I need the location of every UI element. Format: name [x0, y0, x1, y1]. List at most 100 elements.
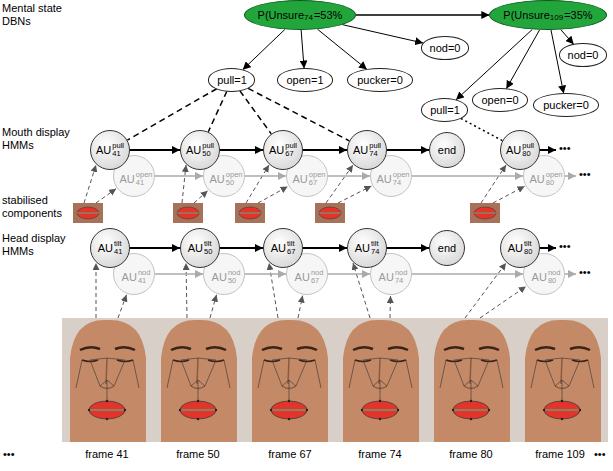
node-text: nod=0	[430, 42, 461, 55]
connector	[248, 88, 349, 140]
node-text: pucker=0	[543, 99, 589, 112]
observation-node: pucker=0	[533, 93, 599, 116]
hmm-state: AUtilt50	[180, 228, 220, 268]
unit-type: pull	[369, 142, 381, 150]
observation-node: open=1	[277, 68, 333, 91]
frame-index: 80	[548, 277, 561, 285]
node-content: AUpull41	[96, 142, 124, 158]
frame-index: 80	[546, 179, 563, 187]
index-stack: nod67	[311, 269, 324, 285]
node-content: AUpull67	[269, 142, 297, 158]
node-content: end	[438, 144, 456, 157]
probability-value: =35%	[564, 9, 592, 22]
unit-name: AU	[508, 242, 523, 255]
node-text: pull=1	[430, 104, 460, 117]
node-content: open=0	[481, 94, 518, 107]
probability-value: =53%	[314, 9, 342, 22]
node-text: end	[438, 242, 456, 255]
frame-index: 50	[226, 179, 243, 187]
unit-name: AU	[210, 173, 225, 186]
layer-label: stabilised components	[2, 194, 72, 220]
frame-index: 41	[138, 277, 151, 285]
node-content: P(Unsure74=53%	[258, 9, 343, 22]
connector	[301, 30, 304, 68]
node-content: nod=0	[568, 49, 599, 62]
frame-index: 41	[136, 179, 153, 187]
connector	[412, 175, 523, 177]
index-stack: open41	[136, 171, 153, 187]
node-content: AUopen80	[530, 171, 563, 187]
unit-name: AU	[186, 144, 201, 157]
connector	[155, 175, 203, 177]
unit-type: pull	[285, 142, 297, 150]
node-content: pucker=0	[543, 99, 589, 112]
index-stack: nod50	[228, 269, 241, 285]
connector	[343, 25, 423, 43]
node-content: AUnod41	[122, 269, 151, 285]
node-content: open=1	[286, 74, 323, 87]
connector	[387, 247, 429, 249]
node-text: open=0	[481, 94, 518, 107]
unit-type: nod	[548, 269, 561, 277]
face-photo	[426, 318, 517, 442]
node-content: AUpull80	[506, 142, 534, 158]
node-text: nod=0	[568, 49, 599, 62]
ellipsis: •••	[594, 448, 606, 461]
unit-name: AU	[120, 173, 135, 186]
hmm-state: AUtilt41	[90, 228, 130, 268]
index-stack: tilt67	[287, 240, 295, 256]
unit-name: AU	[379, 271, 394, 284]
observation-node: pucker=0	[347, 68, 413, 91]
lip-image	[73, 203, 103, 223]
unit-type: open	[136, 171, 153, 179]
frame-label: frame 41	[85, 448, 128, 461]
node-content: AUnod80	[532, 269, 561, 285]
unit-type: tilt	[524, 240, 532, 248]
unit-name: AU	[98, 242, 113, 255]
index-stack: nod41	[138, 269, 151, 285]
index-stack: tilt50	[204, 240, 212, 256]
frame-index: 74	[393, 179, 410, 187]
node-content: AUtilt41	[98, 240, 123, 256]
lip-image	[470, 203, 500, 223]
unit-type: pull	[112, 142, 124, 150]
lip-image	[235, 203, 265, 223]
node-content: AUnod67	[295, 269, 324, 285]
connector	[387, 149, 429, 151]
unit-name: AU	[96, 144, 111, 157]
node-content: pull=1	[217, 74, 247, 87]
unit-type: nod	[311, 269, 324, 277]
connector	[155, 273, 203, 275]
node-content: AUopen74	[377, 171, 410, 187]
face-photo	[335, 318, 426, 442]
frame-index: 80	[524, 248, 532, 256]
unit-type: pull	[202, 142, 214, 150]
connector	[461, 118, 502, 140]
lip-image	[315, 203, 345, 223]
index-stack: pull41	[112, 142, 124, 158]
connector	[220, 247, 263, 249]
unit-type: nod	[228, 269, 241, 277]
unit-name: AU	[353, 144, 368, 157]
observation-node: pull=1	[421, 98, 468, 121]
hmm-state: AUpull80	[500, 130, 540, 170]
ellipsis: •••	[3, 448, 15, 461]
index-stack: open74	[393, 171, 410, 187]
unit-name: AU	[295, 271, 310, 284]
index-stack: pull67	[285, 142, 297, 158]
unit-name: AU	[377, 173, 392, 186]
layer-label: Head display HMMs	[2, 232, 76, 258]
hmm-state: AUpull67	[263, 130, 303, 170]
index-stack: pull50	[202, 142, 214, 158]
frame-index: 50	[204, 248, 212, 256]
node-content: AUopen41	[120, 171, 153, 187]
unit-name: AU	[506, 144, 521, 157]
observation-node: nod=0	[559, 43, 607, 66]
node-content: P(Unsure109=35%	[503, 9, 592, 22]
hmm-state: AUtilt80	[500, 228, 540, 268]
connector	[506, 30, 539, 89]
connector	[303, 247, 347, 249]
layer-label: Mouth display HMMs	[2, 126, 76, 152]
connector	[412, 273, 523, 275]
unit-name: AU	[293, 173, 308, 186]
